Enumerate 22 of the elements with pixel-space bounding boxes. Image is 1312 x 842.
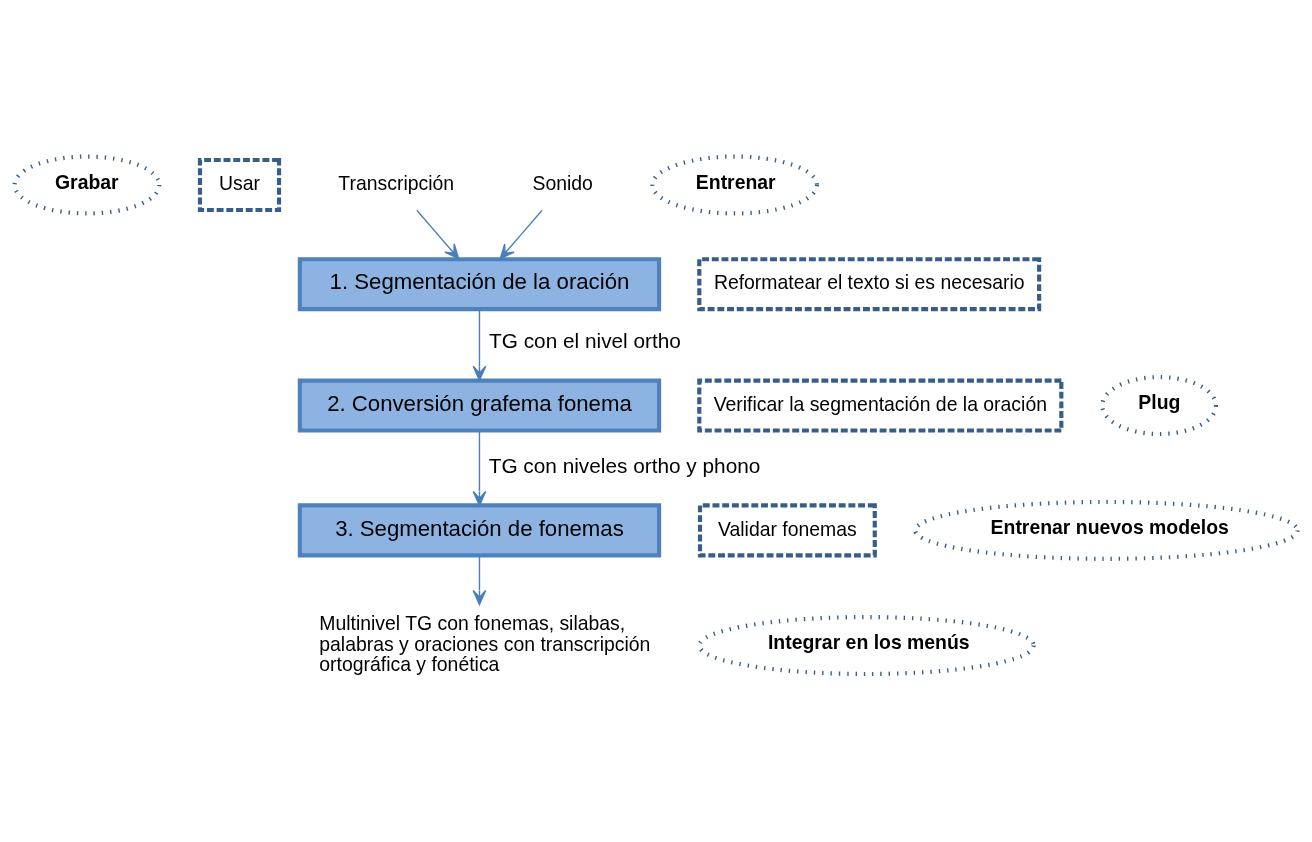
node-box: 3. Segmentación de fonemas (297, 502, 662, 557)
edge-label: TG con niveles ortho y phono (488, 453, 761, 477)
arrow (472, 429, 487, 506)
node-text: Transcripción (338, 171, 455, 194)
arrow (499, 209, 543, 259)
node-text: Multinivel TG con fonemas, silabas, palabras y oraciones con transcripción ortográfica y fonética (319, 611, 651, 675)
arrow (472, 308, 487, 381)
node-ellipse: Entrenar nuevos modelos (913, 499, 1300, 561)
node-ellipse: Grabar (12, 153, 162, 215)
arrow (416, 209, 460, 259)
node-box: Usar (197, 157, 282, 212)
node-ellipse: Plug (1100, 374, 1219, 436)
node-ellipse: Entrenar (650, 153, 819, 215)
edge-label: TG con el nivel ortho (489, 328, 681, 352)
node-box: 1. Segmentación de la oración (297, 256, 662, 311)
arrow (472, 554, 487, 605)
node-box: Verificar la segmentación de la oración (697, 378, 1064, 433)
node-box: Validar fonemas (697, 502, 877, 557)
node-box: Reformatear el texto si es necesario (697, 256, 1042, 311)
node-text: Sonido (532, 171, 593, 194)
node-ellipse: Integrar en los menús (697, 614, 1036, 676)
node-box: 2. Conversión grafema fonema (297, 378, 662, 433)
